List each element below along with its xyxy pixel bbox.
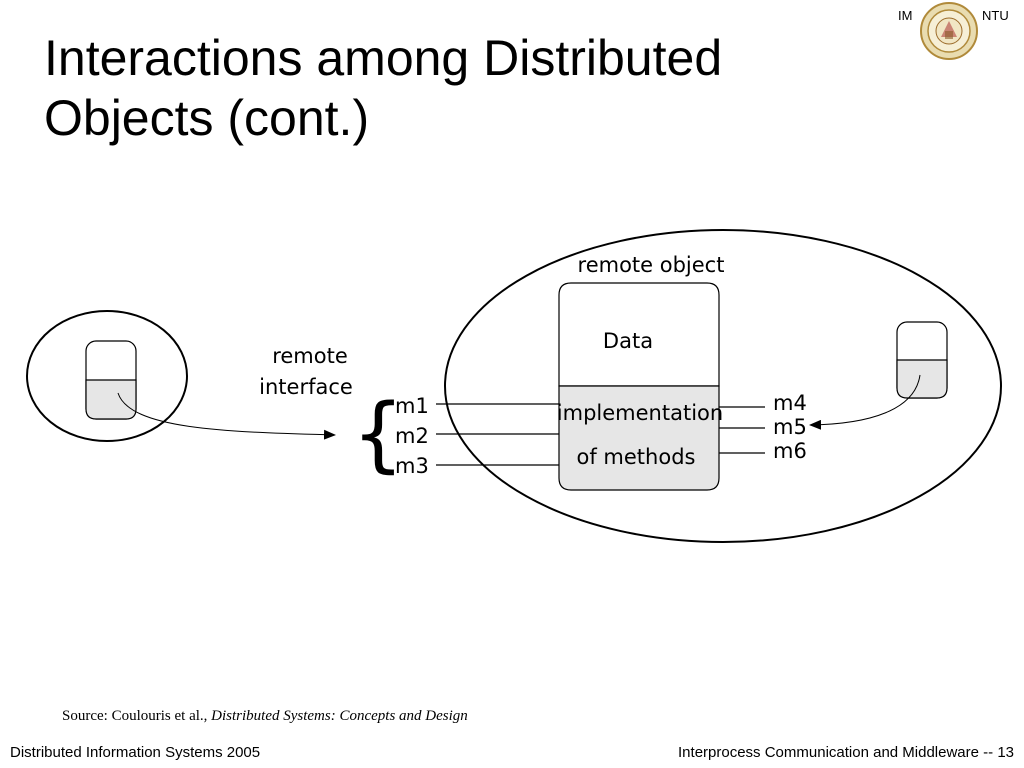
interface-brace: { [352, 387, 404, 482]
method-label-m5: m5 [773, 415, 807, 439]
footer-slide-info: Interprocess Communication and Middlewar… [678, 744, 1014, 761]
server-process-ellipse [444, 229, 1002, 543]
method-label-m4: m4 [773, 391, 807, 415]
method-label-m6: m6 [773, 439, 807, 463]
implementation-label-line1: implementation [557, 401, 723, 425]
method-label-m1: m1 [395, 394, 429, 418]
source-prefix: Source: Coulouris et al., [62, 708, 212, 724]
source-citation: Source: Coulouris et al., Distributed Sy… [62, 708, 468, 725]
remote-object-label: remote object [578, 253, 725, 277]
client-object-right [896, 321, 948, 399]
method-label-m2: m2 [395, 424, 429, 448]
slide-title-line2: Objects (cont.) [44, 90, 370, 146]
remote-interface-label-line2: interface [259, 375, 353, 399]
source-book-title: Distributed Systems: Concepts and Design [211, 708, 468, 724]
university-seal-icon [920, 2, 978, 60]
invocation-arrow-left [117, 392, 336, 440]
logo-im-text: IM [898, 8, 913, 23]
slide-title: Interactions among Distributed Objects (… [44, 28, 844, 148]
implementation-label-line2: of methods [577, 445, 696, 469]
remote-interface-label-line1: remote [272, 344, 348, 368]
remote-object-box [558, 282, 720, 491]
client-process-ellipse [26, 310, 188, 442]
client-object-left [85, 340, 137, 420]
data-label: Data [603, 329, 653, 353]
invocation-arrow-right [809, 374, 921, 430]
logo-ntu-text: NTU [982, 8, 1009, 23]
method-label-m3: m3 [395, 454, 429, 478]
slide-title-line1: Interactions among Distributed [44, 30, 723, 86]
footer-course: Distributed Information Systems 2005 [10, 744, 261, 761]
